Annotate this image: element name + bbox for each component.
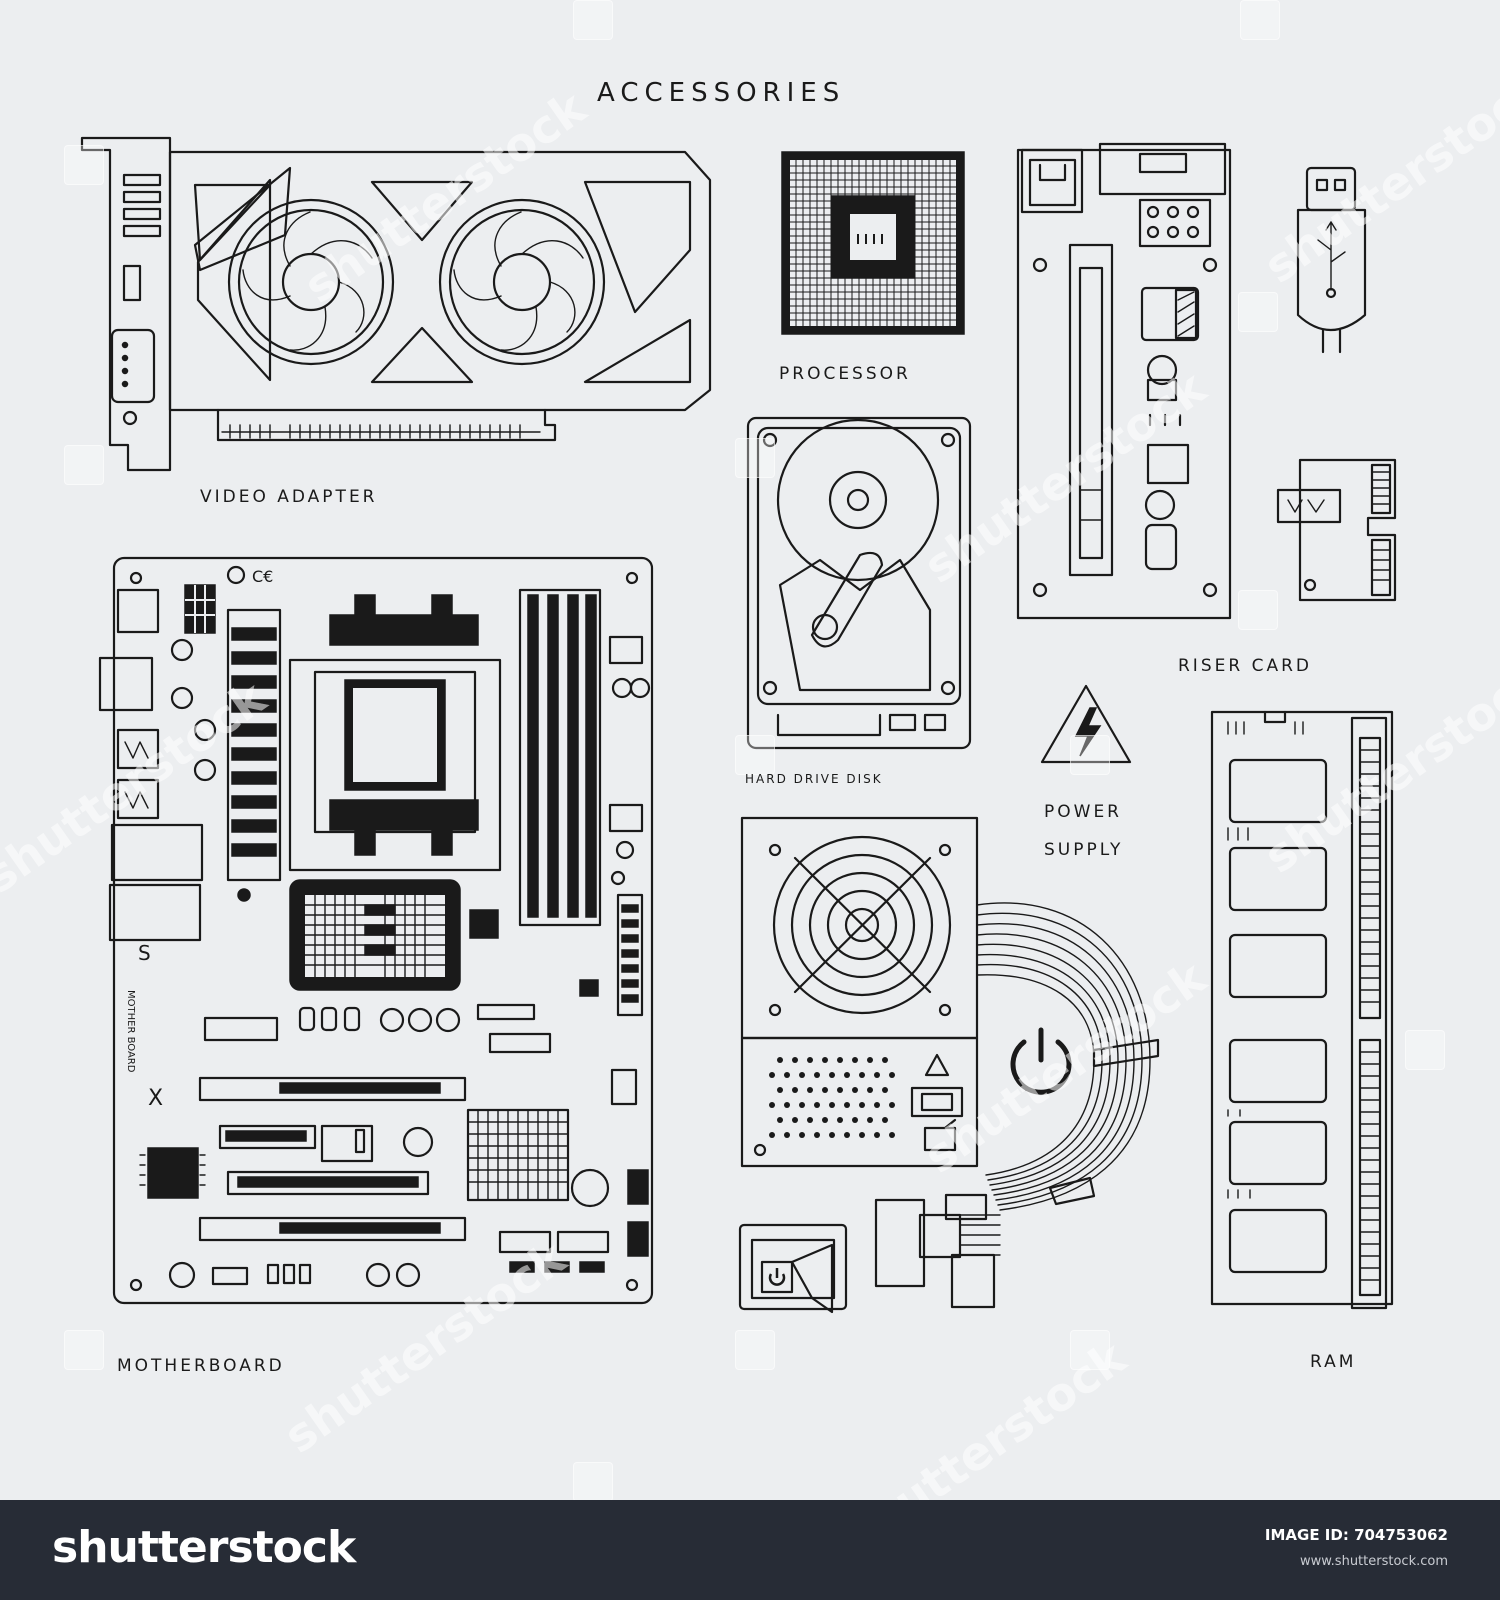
watermark-footer: shutterstock IMAGE ID: 704753062 www.shu…: [0, 1500, 1500, 1600]
watermark-tile: [64, 145, 104, 185]
image-id-label: IMAGE ID:: [1264, 1526, 1349, 1544]
hard-drive-drawing: [746, 416, 972, 750]
power-supply-label-line2: SUPPLY: [1044, 840, 1124, 860]
watermark-tile: [735, 1330, 775, 1370]
small-adapter-drawing: [1276, 458, 1397, 602]
svg-text:X: X: [148, 1086, 163, 1111]
riser-card-drawing: [1016, 142, 1232, 620]
watermark-tile: [1070, 735, 1110, 775]
watermark-tile: [1070, 1330, 1110, 1370]
video-adapter-label: VIDEO ADAPTER: [200, 487, 378, 507]
watermark-tile: [1240, 0, 1280, 40]
watermark-tile: [64, 1330, 104, 1370]
watermark-tile: [1238, 590, 1278, 630]
video-adapter-drawing: [80, 136, 712, 472]
motherboard-label: MOTHERBOARD: [117, 1356, 285, 1376]
warning-triangle-drawing: [1040, 684, 1132, 764]
page-title: ACCESSORIES: [597, 78, 846, 108]
hardware-illustration: C€: [80, 136, 1397, 1314]
image-id: IMAGE ID: 704753062: [1265, 1526, 1448, 1544]
watermark-tile: [1405, 1030, 1445, 1070]
riser-card-label: RISER CARD: [1178, 656, 1312, 676]
motherboard-silk-text: MOTHER BOARD: [125, 990, 136, 1073]
watermark-tile: [1238, 292, 1278, 332]
shutterstock-logo: shutterstock: [52, 1522, 356, 1573]
ram-drawing: [1210, 710, 1394, 1310]
watermark-tile: [735, 438, 775, 478]
svg-text:C€: C€: [252, 567, 273, 586]
motherboard-drawing: C€: [98, 556, 654, 1305]
watermark-tile: [573, 0, 613, 40]
illustration-canvas: C€: [0, 0, 1500, 1564]
watermark-tile: [64, 445, 104, 485]
processor-label: PROCESSOR: [779, 364, 911, 384]
usb-dongle-drawing: [1296, 166, 1367, 354]
processor-drawing: [781, 151, 965, 335]
svg-text:S: S: [138, 941, 151, 965]
watermark-tile: [573, 1462, 613, 1502]
power-supply-drawing: [738, 816, 1160, 1314]
image-id-value: 704753062: [1354, 1526, 1448, 1544]
power-supply-label-line1: POWER: [1044, 802, 1122, 822]
ram-label: RAM: [1310, 1352, 1357, 1372]
site-url: www.shutterstock.com: [1299, 1554, 1448, 1569]
hard-drive-label: HARD DRIVE DISK: [745, 772, 883, 786]
watermark-tile: [735, 735, 775, 775]
